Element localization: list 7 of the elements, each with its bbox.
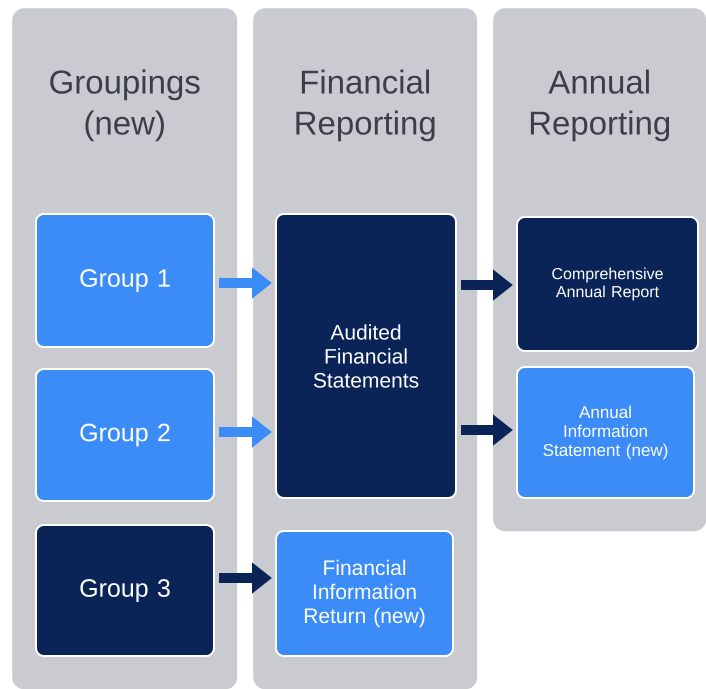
process-box: Annual Information Statement (new) [516,366,695,499]
process-box: Group 2 [35,368,215,502]
process-box: Comprehensive Annual Report [516,216,699,352]
process-box: Group 1 [35,213,215,348]
process-box: Audited Financial Statements [275,213,457,499]
process-box: Financial Information Return (new) [275,530,454,657]
process-box: Group 3 [35,524,215,657]
